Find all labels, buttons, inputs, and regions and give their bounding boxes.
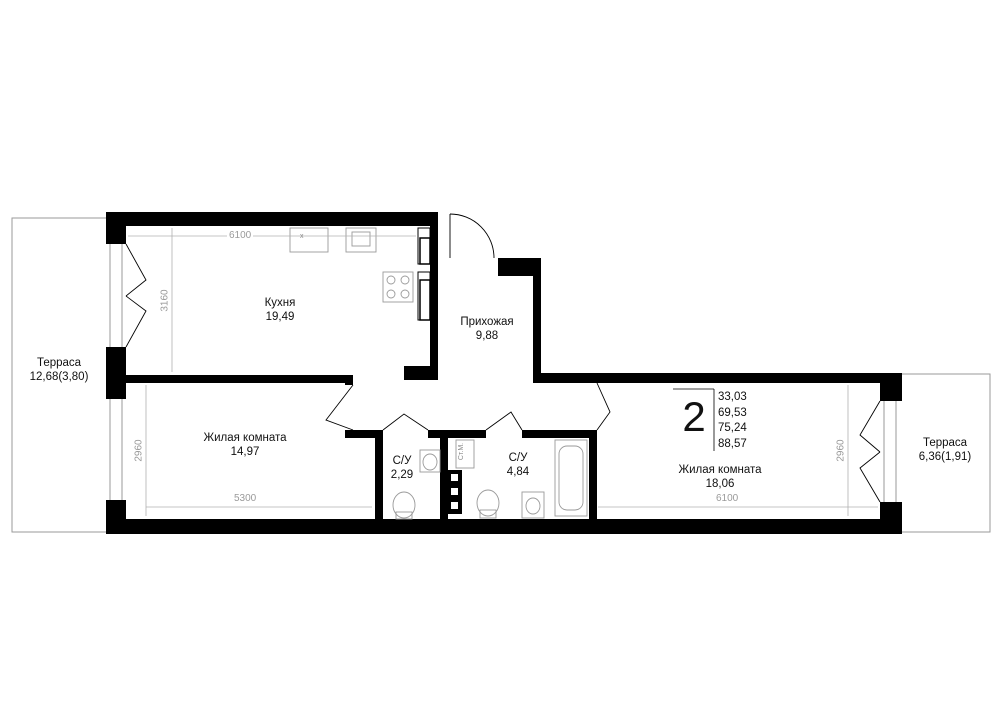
room-bath-big: С/У 4,84	[498, 452, 538, 480]
room-name: Жилая комната	[678, 464, 762, 476]
room-area: 12,68(3,80)	[29, 370, 89, 383]
wall-left-middle	[106, 347, 126, 399]
wall-hall-door-jamb	[498, 258, 540, 276]
room-bath-small: С/У 2,29	[384, 455, 420, 483]
wall-living-left-top	[126, 375, 352, 383]
fixtures	[289, 227, 588, 520]
bath-small-sink	[419, 449, 441, 473]
wall-hall-right	[533, 258, 541, 383]
wall-living-right-top	[533, 373, 901, 383]
room-area: 19,49	[265, 310, 295, 323]
terrace-left-outline	[11, 217, 108, 533]
room-name: Жилая комната	[203, 432, 287, 444]
room-name: С/У	[508, 452, 528, 464]
kitchen-stove-mark: x	[300, 233, 304, 240]
wall-kitchen-right	[430, 212, 438, 380]
room-area: 2,29	[390, 468, 414, 481]
kitchen-counter	[289, 227, 329, 253]
wall-right-bottom	[880, 502, 902, 534]
wall-bath-small-top	[345, 430, 379, 438]
room-name: С/У	[392, 455, 412, 467]
wall-bottom	[106, 519, 902, 534]
wall-kitchen-top	[106, 212, 438, 226]
room-area: 6,36(1,91)	[918, 450, 972, 463]
bathtub	[554, 439, 588, 517]
dimension-lines	[128, 228, 878, 516]
room-name: Терраса	[922, 437, 968, 449]
dim-kitchen-depth: 3160	[159, 289, 171, 312]
wall-divider-stub	[345, 375, 353, 385]
room-terrace-left: Терраса 12,68(3,80)	[14, 357, 104, 385]
area-total: 69,53	[718, 406, 747, 419]
area-with-terraces-reduced: 75,24	[718, 422, 747, 434]
riser-marks	[451, 474, 458, 509]
bath-big-toilet	[476, 489, 500, 517]
room-terrace-right: Терраса 6,36(1,91)	[905, 437, 985, 465]
area-living: 33,03	[718, 391, 747, 403]
room-living-left: Жилая комната 14,97	[185, 432, 305, 460]
wall-kitchen-right-foot	[404, 366, 438, 380]
wall-bath-small-left	[375, 430, 383, 534]
room-area: 14,97	[230, 445, 260, 458]
dim-living-right-width: 6100	[716, 493, 739, 504]
walls	[106, 212, 902, 534]
wall-right-top	[880, 373, 902, 401]
wall-bath-mid-top	[428, 430, 486, 438]
doors	[125, 213, 881, 503]
bath-big-sink	[521, 491, 545, 519]
wall-bath-big-top	[522, 430, 597, 438]
riser-label: Ст.М.	[458, 442, 466, 461]
room-area: 18,06	[705, 477, 735, 490]
room-name: Кухня	[264, 297, 296, 309]
room-area: 4,84	[506, 465, 530, 478]
wall-bath-big-right	[589, 430, 597, 534]
dim-living-left-width: 5300	[234, 493, 257, 504]
windows	[109, 244, 897, 502]
room-name: Прихожая	[460, 316, 514, 328]
kitchen-stove	[382, 271, 414, 303]
area-with-terraces-full: 88,57	[718, 437, 747, 450]
apartment-areas: 33,03 69,53 75,24 88,57	[718, 390, 747, 452]
terrace-right-outline	[900, 373, 991, 533]
rooms-count: 2	[682, 393, 706, 440]
terrace-outlines	[11, 217, 991, 533]
dim-living-left-depth: 2960	[133, 439, 145, 462]
room-name: Терраса	[36, 357, 82, 369]
bath-small-toilet	[392, 491, 416, 519]
wall-bath-small-right	[440, 430, 448, 534]
wall-left-top	[106, 212, 126, 244]
dim-kitchen-width: 6100	[227, 230, 254, 241]
dim-living-right-depth: 2960	[835, 439, 847, 462]
room-area: 9,88	[475, 329, 499, 342]
room-kitchen: Кухня 19,49	[240, 297, 320, 325]
riser-box	[455, 439, 475, 469]
kitchen-sink	[345, 227, 377, 253]
room-hallway: Прихожая 9,88	[445, 316, 529, 344]
room-living-right: Жилая комната 18,06	[660, 464, 780, 492]
wall-left-bottom	[106, 500, 126, 534]
